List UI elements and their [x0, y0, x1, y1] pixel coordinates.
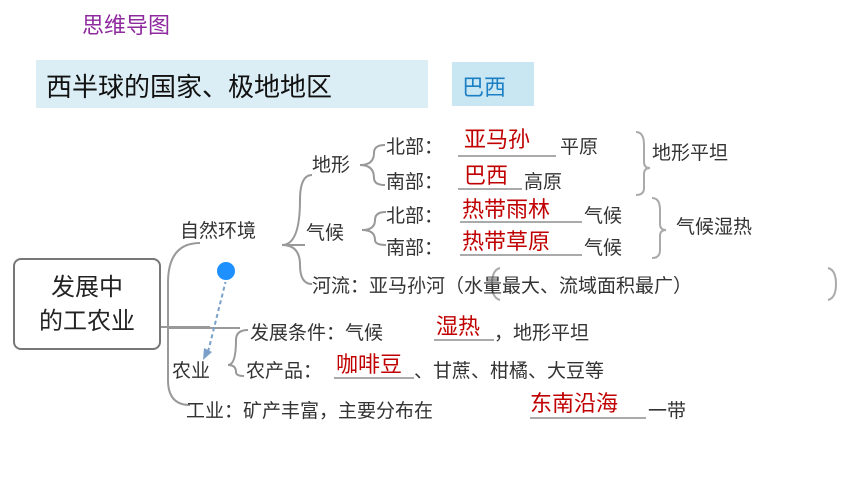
brace-river-close [827, 267, 838, 301]
brace-river-open [490, 267, 501, 301]
connector-agri-prod [227, 364, 245, 377]
climate-summary: 气候湿热 [676, 216, 753, 238]
answer-climate-feature: 湿热 [436, 315, 481, 340]
title-box: 西半球的国家、极地地区 [36, 60, 428, 108]
answer-product: 咖啡豆 [336, 353, 403, 378]
section-heading: 思维导图 [82, 14, 171, 39]
country-tag[interactable]: 巴西 [452, 62, 534, 106]
answer-north-terrain: 亚马孙 [464, 128, 531, 153]
pointer-dot [215, 260, 237, 282]
pointer-arrowhead [203, 348, 212, 360]
river-info: 河流：亚马孙河（水量最大、流域面积最广） [312, 275, 693, 297]
country-tag-label: 巴西 [462, 76, 507, 101]
connector-natural [281, 174, 313, 246]
climate-south-suffix: 气候 [584, 237, 623, 259]
pointer-trail [207, 279, 227, 353]
connector-terrain [359, 144, 386, 166]
terrain-north-suffix: 平原 [560, 136, 599, 158]
branch-terrain: 地形 [312, 154, 351, 176]
answer-south-terrain: 巴西 [464, 164, 509, 189]
industry-prefix: 工业：矿产丰富，主要分布在 [186, 400, 434, 422]
connector-climate-north [361, 211, 387, 231]
industry-suffix: 一带 [648, 400, 687, 422]
branch-climate: 气候 [306, 222, 345, 244]
page-title: 西半球的国家、极地地区 [46, 73, 333, 103]
climate-north-suffix: 气候 [584, 205, 623, 227]
connector-agri-cond [227, 329, 249, 366]
agri-conditions-suffix: ，地形平坦 [494, 322, 590, 344]
answer-north-climate: 热带雨林 [462, 198, 551, 223]
branch-agri: 农业 [172, 360, 211, 382]
branch-natural: 自然环境 [180, 220, 257, 242]
agri-products-suffix: 、甘蔗、柑橘、大豆等 [414, 360, 605, 382]
terrain-north-label: 北部： [386, 136, 444, 158]
root-node-label: 发展中的工农业 [39, 273, 135, 335]
terrain-summary: 地形平坦 [652, 142, 729, 164]
agri-products-prefix: 农产品： [246, 360, 323, 382]
connector-river [281, 244, 313, 285]
connector-climate-south [361, 229, 387, 246]
brace-terrain [635, 131, 651, 196]
climate-south-label: 南部： [386, 237, 444, 259]
answer-south-climate: 热带草原 [462, 230, 551, 255]
agri-conditions-prefix: 发展条件：气候 [250, 322, 384, 344]
connector-spine [167, 242, 201, 406]
terrain-south-label: 南部： [386, 171, 444, 193]
root-node[interactable]: 发展中的工农业 [13, 258, 161, 350]
brace-climate [651, 197, 667, 259]
terrain-south-suffix: 高原 [524, 171, 563, 193]
climate-north-label: 北部： [386, 205, 444, 227]
answer-industry-area: 东南沿海 [530, 392, 619, 417]
connector-terrain-south [359, 164, 386, 186]
